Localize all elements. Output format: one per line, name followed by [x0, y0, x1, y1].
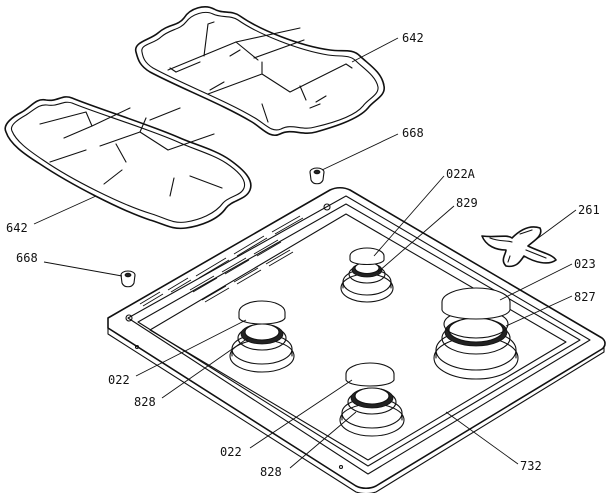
label-burner-small-ring: 829 — [456, 196, 478, 210]
burner-small — [340, 247, 394, 303]
label-burner-left-ring: 828 — [134, 395, 156, 409]
part-labels: 642 642 668 668 022A 829 261 023 827 022… — [6, 31, 600, 479]
label-burner-front-cap: 022 — [220, 445, 242, 459]
leader-lines — [33, 37, 577, 469]
label-foot-top: 668 — [402, 126, 424, 140]
burner-front — [339, 362, 405, 437]
label-burner-small-cap: 022A — [446, 167, 476, 181]
label-burner-front-ring: 828 — [260, 465, 282, 479]
label-wok-support: 261 — [578, 203, 600, 217]
label-burner-large-cap: 023 — [574, 257, 596, 271]
rubber-foot-left — [120, 270, 136, 288]
vent-slots — [139, 215, 304, 307]
pan-support-grate-left — [4, 96, 252, 230]
cooktop-tray — [107, 186, 606, 493]
pan-support-grate-top — [134, 6, 385, 136]
burner-large — [433, 287, 519, 380]
label-cooktop-tray: 732 — [520, 459, 542, 473]
label-grate-left: 642 — [6, 221, 28, 235]
burner-left — [229, 300, 295, 373]
rubber-foot-top — [309, 167, 325, 185]
label-grate-top: 642 — [402, 31, 424, 45]
label-foot-left: 668 — [16, 251, 38, 265]
label-burner-large-ring: 827 — [574, 290, 596, 304]
label-burner-left-cap: 022 — [108, 373, 130, 387]
wok-support — [481, 226, 557, 268]
